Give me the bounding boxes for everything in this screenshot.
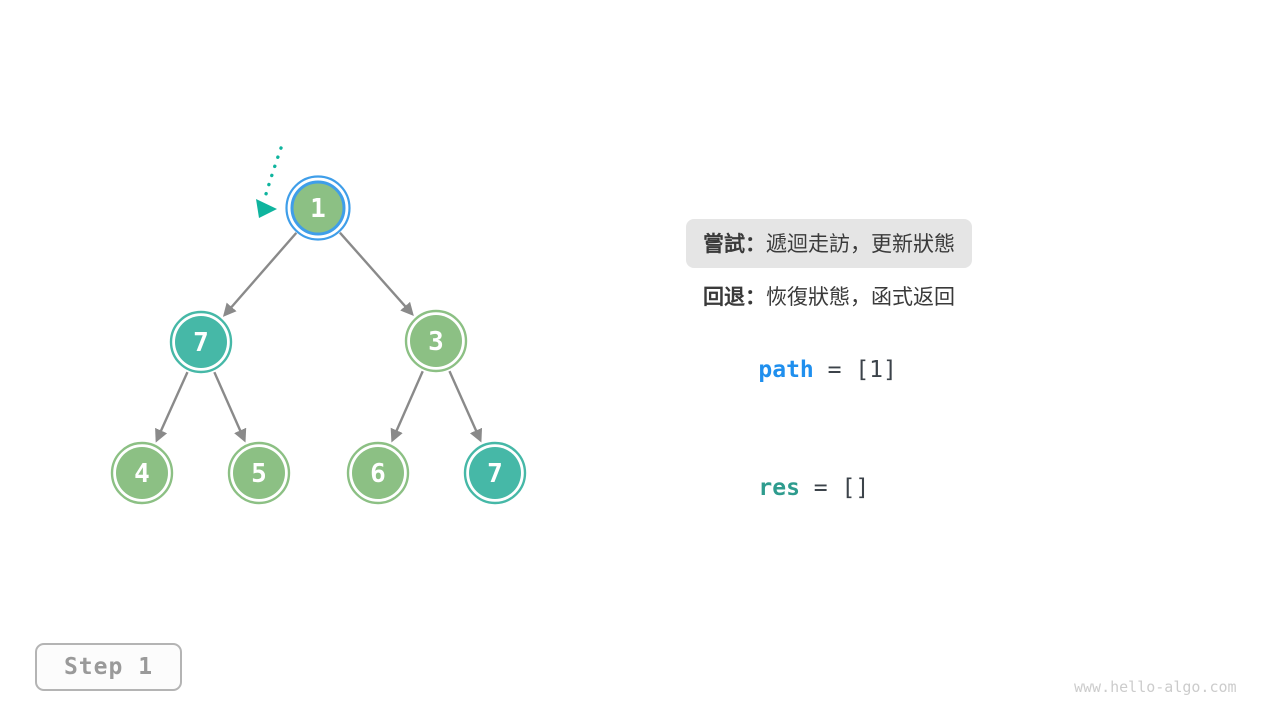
tree-edge-1-3 bbox=[339, 231, 414, 317]
tree-node-value: 5 bbox=[251, 459, 267, 489]
tree-edge-1-7 bbox=[222, 232, 298, 317]
res-variable: res = [] bbox=[703, 449, 869, 527]
path-variable: path = [1] bbox=[703, 331, 897, 409]
tree-node-7: 7 bbox=[169, 310, 233, 374]
tree-edge-7-5 bbox=[213, 371, 247, 443]
entry-pointer-arrow bbox=[256, 146, 283, 218]
watermark: www.hello-algo.com bbox=[1074, 678, 1237, 696]
backtrack-note: 回退：恢復狀態，函式返回 bbox=[703, 281, 955, 311]
tree-node-7: 7 bbox=[463, 441, 527, 505]
tree-edge-3-6 bbox=[390, 370, 424, 443]
tree-node-value: 7 bbox=[487, 459, 503, 489]
entry-pointer-dotted-path bbox=[264, 146, 283, 196]
tree-edges bbox=[155, 231, 483, 443]
tree-node-6: 6 bbox=[346, 441, 410, 505]
tree-node-value: 3 bbox=[428, 327, 444, 357]
tree-node-3: 3 bbox=[404, 309, 468, 373]
res-variable-name: res bbox=[758, 475, 800, 501]
tree-edge-3-7 bbox=[448, 370, 483, 443]
tree-node-1: 1 bbox=[285, 175, 351, 241]
try-note-label: 嘗試： bbox=[703, 233, 766, 256]
backtrack-note-text: 恢復狀態，函式返回 bbox=[766, 286, 955, 309]
step-badge: Step 1 bbox=[35, 643, 182, 691]
try-note-text: 遞迴走訪，更新狀態 bbox=[766, 233, 955, 256]
tree-node-value: 4 bbox=[134, 459, 150, 489]
path-variable-name: path bbox=[758, 357, 814, 383]
res-variable-value: = [] bbox=[799, 475, 870, 501]
step-badge-label: Step 1 bbox=[63, 654, 154, 680]
try-note: 嘗試：遞迴走訪，更新狀態 bbox=[686, 219, 972, 268]
tree-node-value: 7 bbox=[193, 328, 209, 358]
tree-node-5: 5 bbox=[227, 441, 291, 505]
tree-nodes: 1 7 3 4 5 6 7 bbox=[110, 175, 527, 505]
tree-node-4: 4 bbox=[110, 441, 174, 505]
entry-pointer-arrowhead-icon bbox=[256, 199, 277, 218]
tree-edge-7-4 bbox=[155, 371, 189, 443]
tree-node-value: 1 bbox=[310, 194, 326, 224]
tree-node-value: 6 bbox=[370, 459, 386, 489]
backtrack-note-label: 回退： bbox=[703, 286, 766, 309]
path-variable-value: = [1] bbox=[813, 357, 897, 383]
